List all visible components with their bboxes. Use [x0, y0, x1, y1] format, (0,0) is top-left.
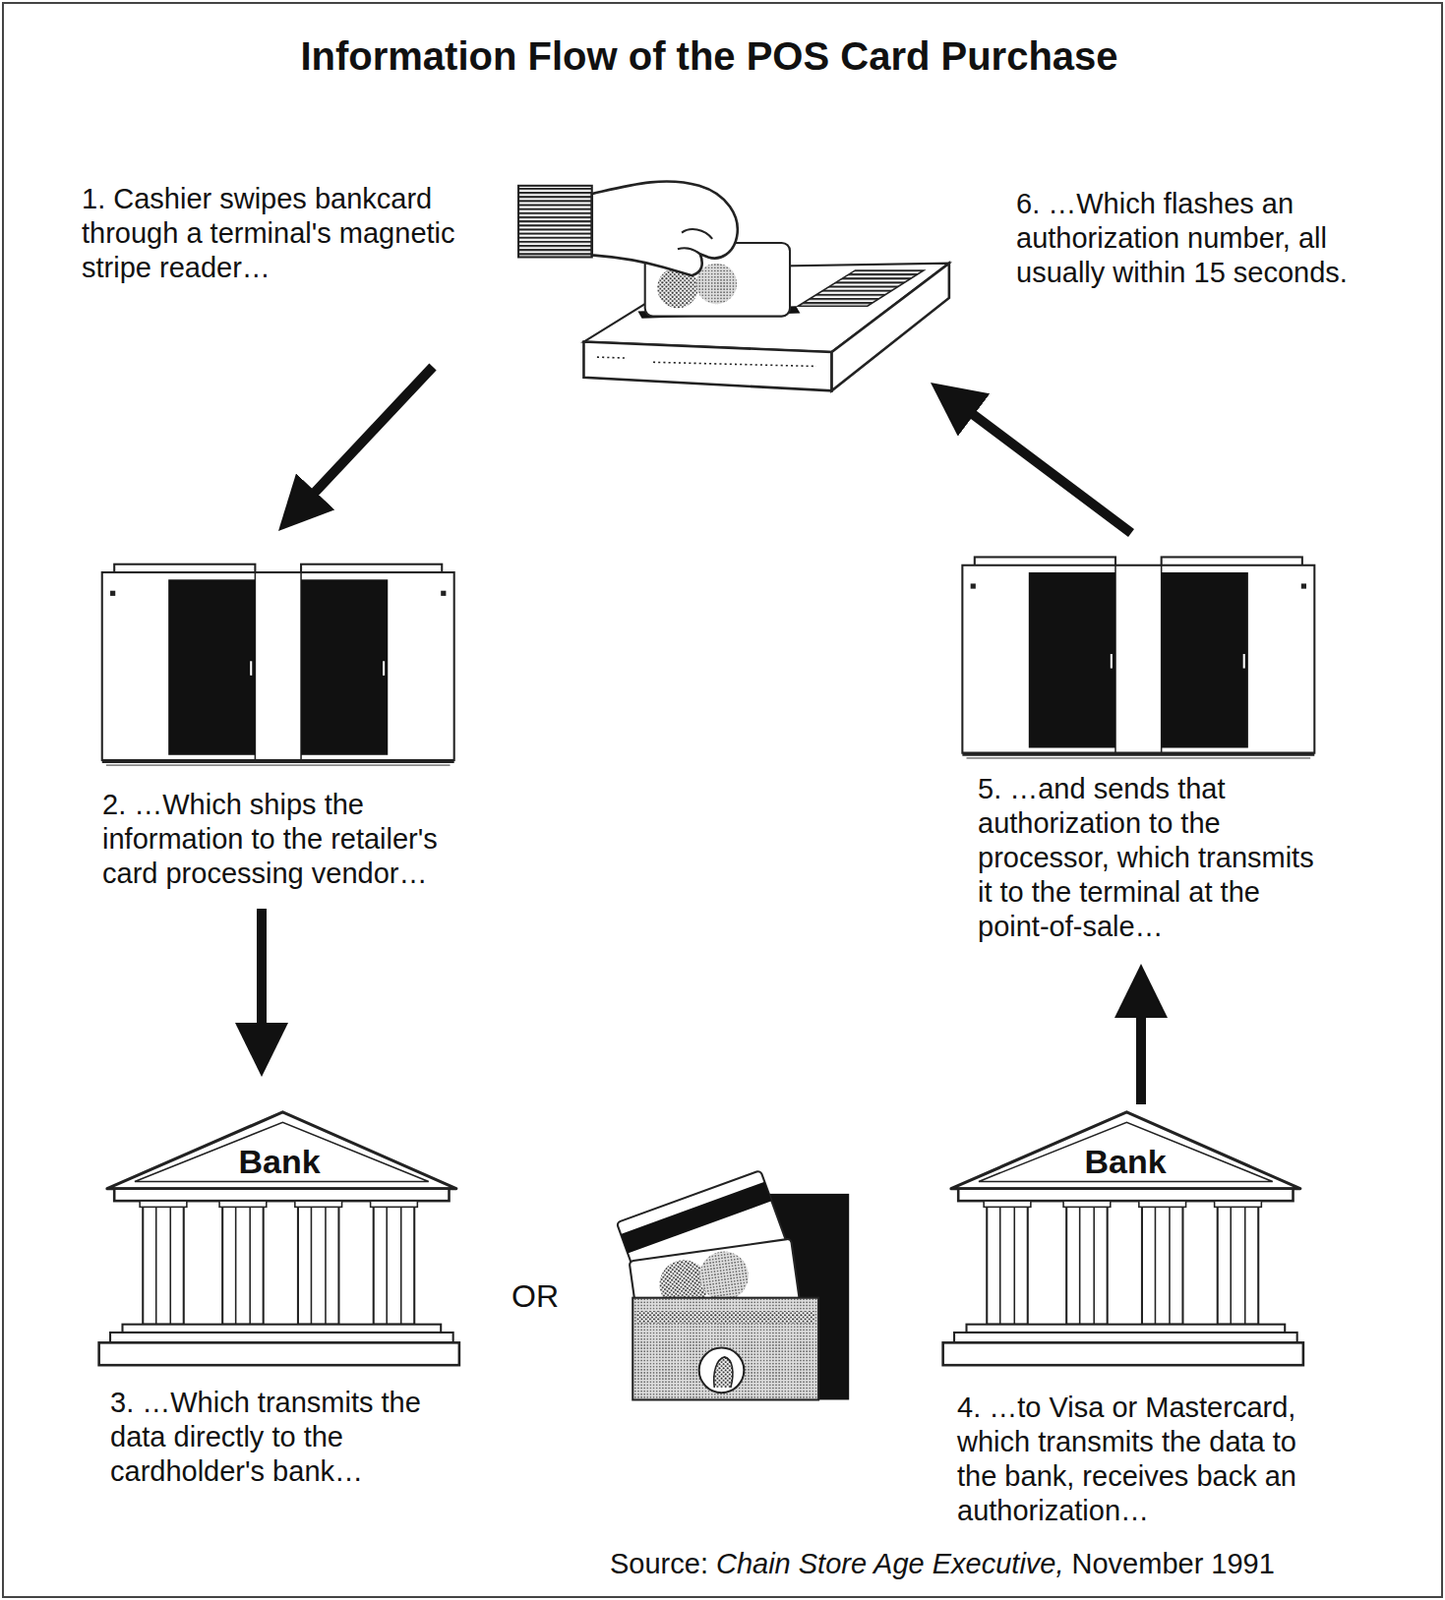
label-slot: Source:Chain Store Age Executive,Novembe… [609, 1547, 1275, 1582]
cards-drawing [699, 1348, 745, 1394]
cards-drawing [620, 1182, 772, 1255]
text-slot: 5. …and sends that authorization to the … [977, 772, 1327, 945]
source-date: November 1991 [1072, 1547, 1275, 1582]
terminal-node: 1. Cashier swipes bankcard through a ter… [432, 177, 931, 383]
step-caption: 5. …and sends that authorization to the … [977, 772, 1327, 945]
flow-arrow [962, 406, 1132, 534]
bank-node: Bank4. …to Visa or Mastercard, which tra… [944, 1104, 1307, 1368]
terminal-drawing [592, 180, 738, 276]
or-label: OR [511, 1278, 559, 1315]
flow-arrow [304, 366, 433, 503]
source-label: Source: [609, 1547, 709, 1582]
terminal-drawing [518, 185, 593, 258]
cards-drawing [636, 1311, 815, 1324]
diagram-title: Information Flow of the POS Card Purchas… [0, 33, 1419, 79]
text-slot: Bank [944, 1142, 1307, 1182]
flow-arrow [1136, 1003, 1146, 1105]
cards-drawing [632, 1298, 819, 1401]
text-slot: Bank [99, 1142, 460, 1182]
terminal-drawing [696, 263, 738, 305]
terminal-drawing [518, 180, 950, 391]
text-slot: 2. …Which ships the information to the r… [102, 787, 462, 892]
terminal-drawing [653, 361, 817, 366]
cards-drawing [714, 1357, 733, 1388]
bank-drawing [99, 1112, 460, 1366]
mainframe-drawing [102, 564, 455, 766]
processor-node: 2. …Which ships the information to the r… [102, 531, 455, 909]
processor-node: 5. …and sends that authorization to the … [962, 533, 1315, 964]
text-slot: 3. …Which transmits the data directly to… [110, 1385, 450, 1490]
text-slot: 1. Cashier swipes bankcard through a ter… [81, 181, 466, 286]
bank-node: Bank3. …Which transmits the data directl… [99, 1077, 460, 1368]
step-caption: 4. …to Visa or Mastercard, which transmi… [957, 1390, 1317, 1529]
bank-heading: Bank [99, 1142, 460, 1182]
text-slot: 6. …Which flashes an authorization numbe… [1016, 186, 1371, 291]
step-caption: 3. …Which transmits the data directly to… [110, 1385, 450, 1490]
bank-heading: Bank [944, 1142, 1307, 1182]
step-caption: 6. …Which flashes an authorization numbe… [1016, 186, 1371, 291]
label-slot: OR [511, 1278, 559, 1315]
source-title: Chain Store Age Executive, [716, 1547, 1065, 1582]
terminal-drawing [583, 342, 832, 392]
step-caption: 1. Cashier swipes bankcard through a ter… [81, 181, 466, 286]
flow-arrow [256, 908, 267, 1038]
mainframe-drawing [962, 556, 1315, 758]
terminal-drawing [677, 229, 713, 254]
cards-drawing [616, 1170, 849, 1400]
terminal-drawing [597, 357, 628, 359]
title-slot: Information Flow of the POS Card Purchas… [0, 33, 1419, 79]
terminal-drawing [797, 270, 924, 306]
text-slot: 4. …to Visa or Mastercard, which transmi… [957, 1390, 1317, 1529]
cards-drawing [696, 1248, 752, 1304]
step-caption: 2. …Which ships the information to the r… [102, 787, 462, 892]
